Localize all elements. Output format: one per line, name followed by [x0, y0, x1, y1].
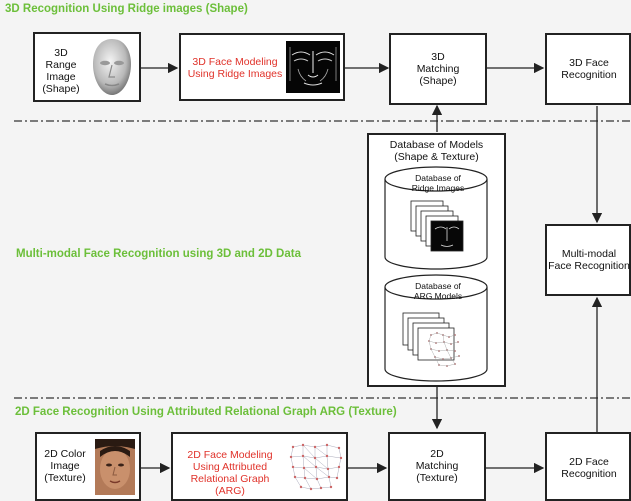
ridge-image-icon: [286, 41, 340, 93]
db-ridge-label: Database of Ridge Images: [411, 173, 465, 193]
section-heading-3d: 3D Recognition Using Ridge images (Shape…: [5, 3, 248, 15]
color-image-label: 2D Color Image (Texture): [44, 448, 86, 484]
face-3d-icon: [93, 39, 131, 95]
recognition-2d-box: 2D Face Recognition: [545, 432, 631, 501]
database-cylinder-icon: [384, 166, 488, 382]
face-modeling-3d-box: 3D Face Modeling Using Ridge Images: [179, 33, 345, 101]
matching-2d-box: 2D Matching (Texture): [388, 432, 486, 501]
multimodal-box: Multi-modal Face Recognition: [545, 224, 631, 296]
recognition-2d-label: 2D Face Recognition: [561, 456, 617, 480]
database-models-box: Database of Models (Shape & Texture): [367, 133, 506, 387]
recognition-3d-box: 3D Face Recognition: [545, 33, 631, 105]
face-modeling-2d-label: 2D Face Modeling Using Attributed Relati…: [187, 449, 273, 497]
color-image-box: 2D Color Image (Texture): [35, 432, 141, 501]
arg-graph-icon: [287, 439, 345, 495]
range-image-label: 3D Range Image (Shape): [42, 47, 80, 95]
matching-2d-label: 2D Matching (Texture): [415, 448, 459, 484]
matching-3d-label: 3D Matching (Shape): [416, 51, 460, 87]
section-heading-multimodal: Multi-modal Face Recognition using 3D an…: [16, 248, 301, 260]
multimodal-label: Multi-modal Face Recognition: [548, 248, 630, 272]
face-photo-icon: [95, 439, 135, 495]
range-image-box: 3D Range Image (Shape): [33, 32, 141, 102]
face-modeling-2d-box: 2D Face Modeling Using Attributed Relati…: [171, 432, 348, 501]
database-title: Database of Models (Shape & Texture): [389, 139, 484, 163]
matching-3d-box: 3D Matching (Shape): [389, 33, 487, 105]
recognition-3d-label: 3D Face Recognition: [561, 57, 617, 81]
face-modeling-3d-label: 3D Face Modeling Using Ridge Images: [187, 56, 283, 80]
section-heading-2d: 2D Face Recognition Using Attributed Rel…: [15, 406, 397, 418]
db-arg-label: Database of ARG Models: [413, 281, 463, 301]
